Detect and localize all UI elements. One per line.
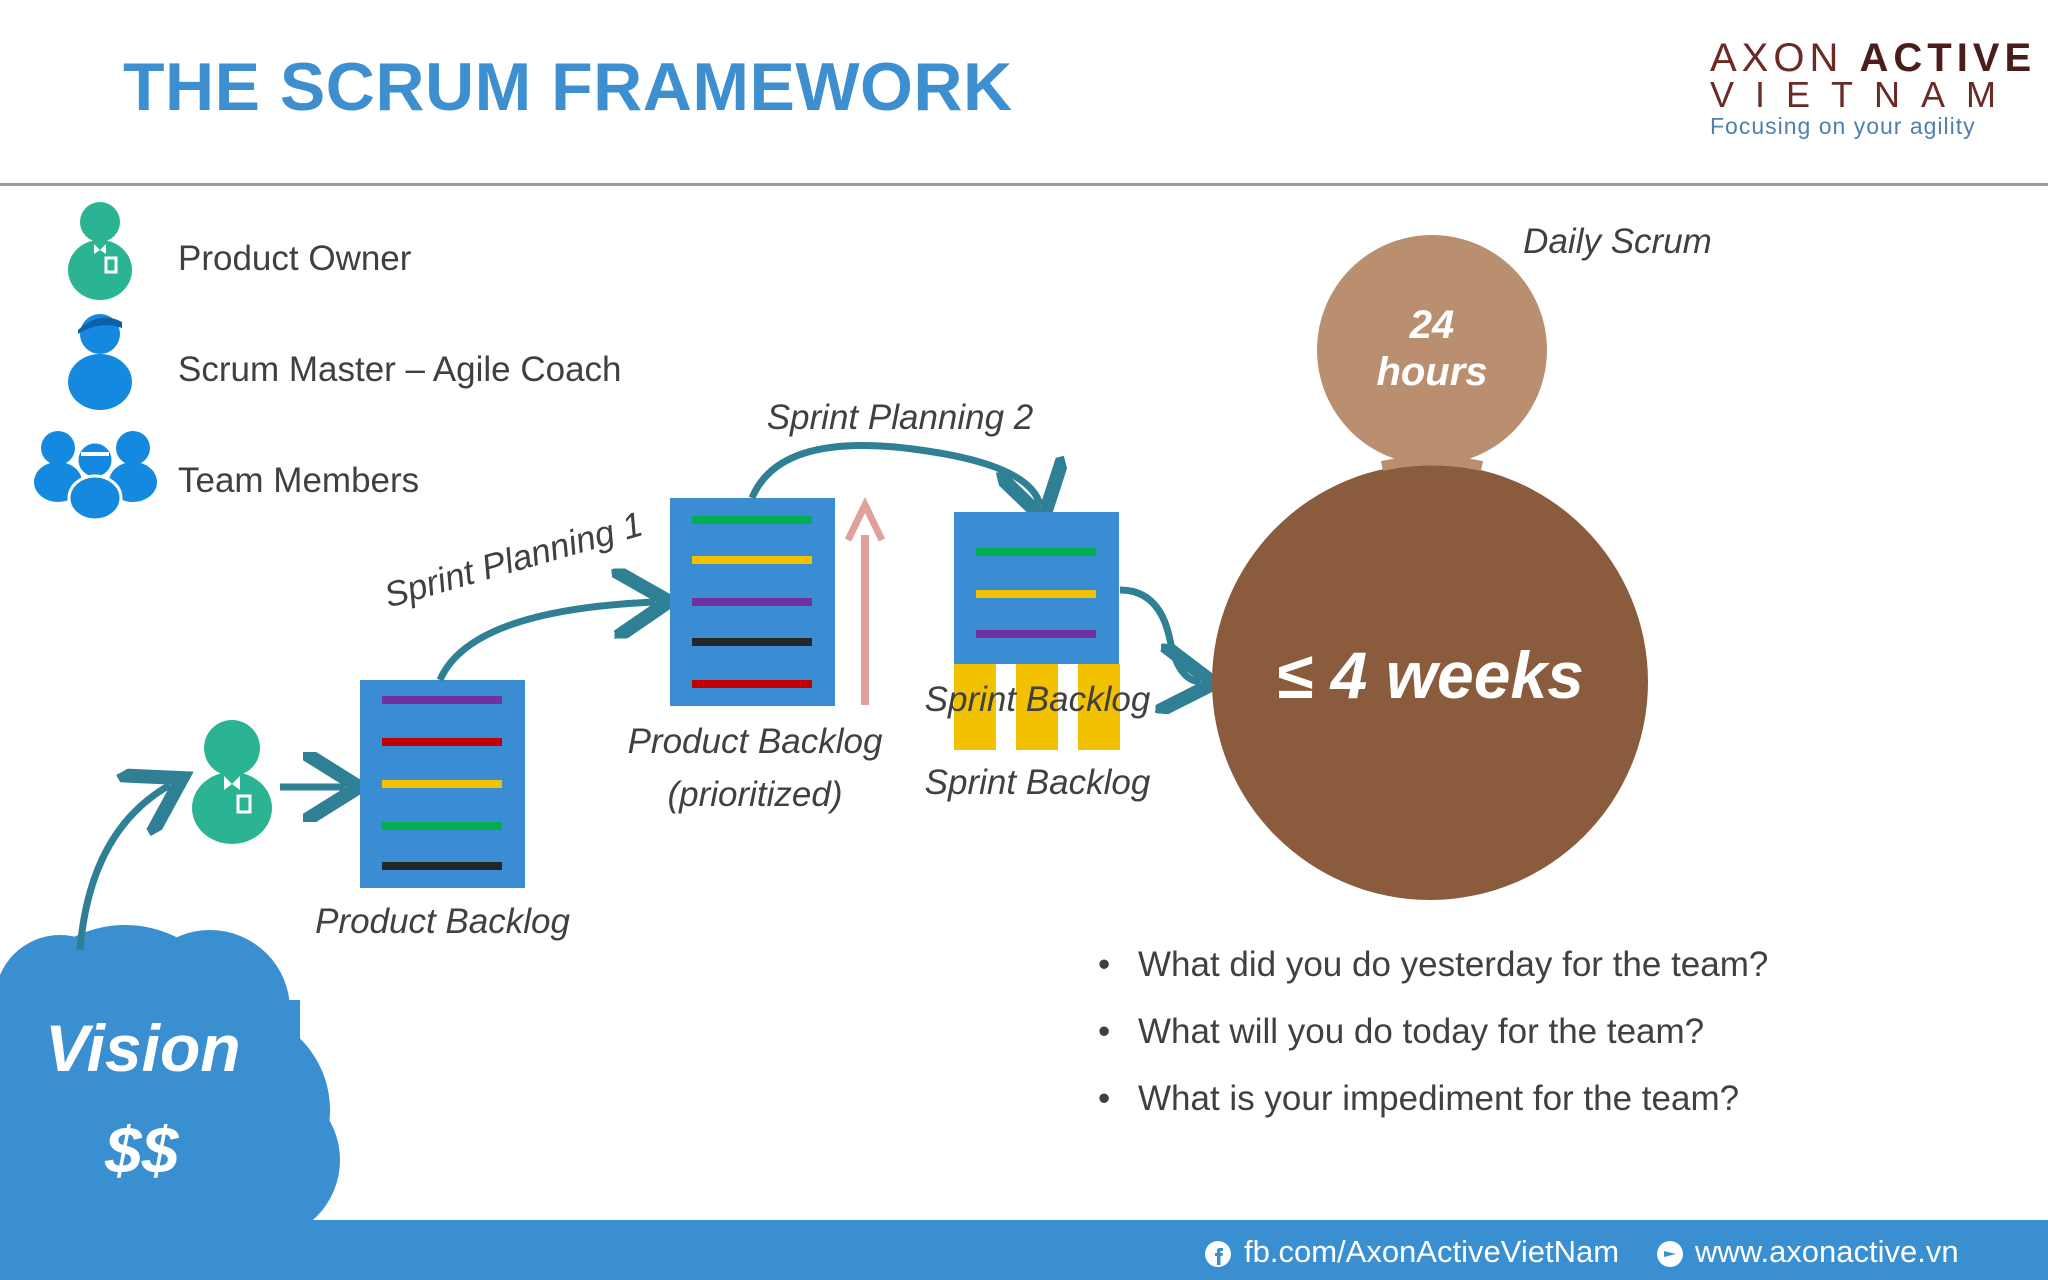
question-item: •What is your impediment for the team? — [1098, 1079, 1740, 1118]
product-backlog-box — [360, 680, 525, 888]
daily-connector — [1380, 455, 1484, 471]
question-item: •What will you do today for the team? — [1098, 1012, 1705, 1051]
sprint-planning-1-arrow — [436, 602, 655, 682]
prioritized-backlog-box — [670, 498, 835, 706]
logo-word-vietnam: VIETNAM — [1710, 74, 2018, 115]
daily-hours-number: 24 — [1409, 303, 1455, 347]
sprint-backlog-label: Sprint Backlog — [924, 763, 1151, 802]
company-logo: AXON ACTIVE VIETNAM Focusing on your agi… — [1710, 36, 2031, 140]
product-owner-figure — [192, 720, 272, 844]
money-label: $$ — [105, 1113, 179, 1187]
sprint-length-label: ≤ 4 weeks — [1276, 638, 1584, 712]
page-title: THE SCRUM FRAMEWORK — [123, 49, 1013, 125]
sprint-backlog-overlay-label: Sprint Backlog — [924, 680, 1151, 719]
daily-scrum-label: Daily Scrum — [1523, 222, 1712, 261]
sprint-planning-2-arrow — [748, 442, 1040, 505]
vision-to-owner-arrow — [76, 785, 170, 951]
web-icon — [1657, 1241, 1683, 1267]
daily-hours-unit: hours — [1376, 350, 1488, 394]
prioritized-label: (prioritized) — [667, 775, 843, 814]
scrum-master-icon — [68, 314, 132, 410]
facebook-icon — [1205, 1241, 1231, 1267]
legend-product-owner: Product Owner — [178, 239, 412, 278]
header-divider — [0, 183, 2048, 186]
sprint-planning-2-label: Sprint Planning 2 — [766, 398, 1034, 437]
vision-cloud — [0, 925, 340, 1240]
logo-word-axon: AXON — [1710, 36, 1844, 80]
daily-questions-list: •What did you do yesterday for the team?… — [1098, 945, 1768, 1146]
priority-up-arrow — [844, 496, 886, 705]
question-item: •What did you do yesterday for the team? — [1098, 945, 1769, 984]
logo-word-active: ACTIVE — [1859, 36, 2037, 80]
product-owner-icon — [68, 202, 132, 300]
footer-bar — [0, 1220, 2048, 1280]
footer-website-link[interactable]: www.axonactive.vn — [1695, 1234, 1959, 1269]
sprint-task-blocks — [954, 664, 1120, 750]
prioritized-backlog-label: Product Backlog — [627, 722, 883, 761]
footer-facebook-link[interactable]: fb.com/AxonActiveVietNam — [1244, 1234, 1620, 1269]
sprint-backlog-box — [954, 512, 1119, 664]
backlog-to-sprint-arrow — [1119, 586, 1200, 682]
legend-scrum-master: Scrum Master – Agile Coach — [178, 350, 622, 389]
vision-label: Vision — [45, 1011, 241, 1085]
legend-team-members: Team Members — [178, 461, 420, 500]
product-backlog-label: Product Backlog — [315, 902, 570, 941]
sprint-circle — [1212, 464, 1648, 900]
logo-tagline: Focusing on your agility — [1710, 113, 1976, 139]
daily-scrum-circle — [1317, 235, 1547, 465]
team-members-icon — [34, 431, 157, 520]
